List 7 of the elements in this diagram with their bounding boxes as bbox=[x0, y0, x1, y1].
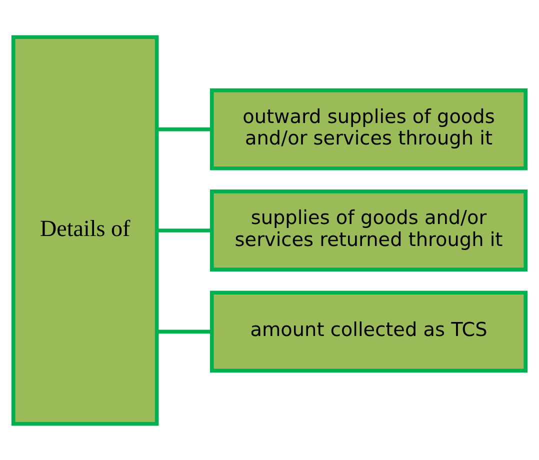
node-box: outward supplies of goods and/or services through it bbox=[210, 88, 528, 170]
node-box: Details of bbox=[11, 34, 159, 426]
node-box: amount collected as TCS bbox=[210, 290, 528, 372]
connector bbox=[157, 329, 212, 334]
connector bbox=[157, 228, 212, 232]
connector bbox=[157, 126, 212, 131]
node-box: supplies of goods and/or services returned through it bbox=[210, 189, 528, 271]
